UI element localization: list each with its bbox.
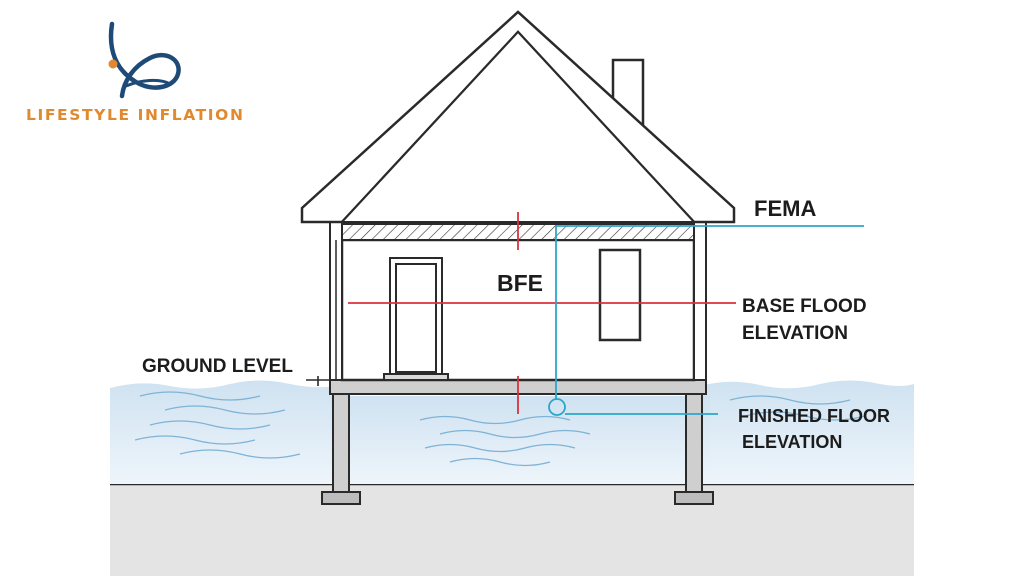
ground xyxy=(110,484,914,576)
window xyxy=(598,248,642,342)
water-ripples xyxy=(134,391,866,467)
infinity-swoosh-logo-icon xyxy=(108,21,181,99)
front-door xyxy=(383,257,449,381)
bfe-label: BFE xyxy=(497,270,543,296)
base-flood-label-line2: ELEVATION xyxy=(742,323,848,344)
brand-name: LIFESTYLE INFLATION xyxy=(26,106,245,124)
finished-floor-label-line2: ELEVATION xyxy=(742,432,843,452)
base-flood-elevation-line xyxy=(348,212,736,414)
flood-water-under-house xyxy=(330,396,710,484)
right-wall-trim xyxy=(693,221,707,381)
finished-floor-label-line1: FINISHED FLOOR xyxy=(738,406,890,426)
fema-label: FEMA xyxy=(754,196,817,221)
ground-level-marker xyxy=(306,376,330,386)
base-flood-label-line1: BASE FLOOD xyxy=(742,296,867,317)
finished-floor-elevation-line xyxy=(548,225,864,416)
ground-level-label: GROUND LEVEL xyxy=(142,356,293,377)
flood-water xyxy=(110,380,914,484)
